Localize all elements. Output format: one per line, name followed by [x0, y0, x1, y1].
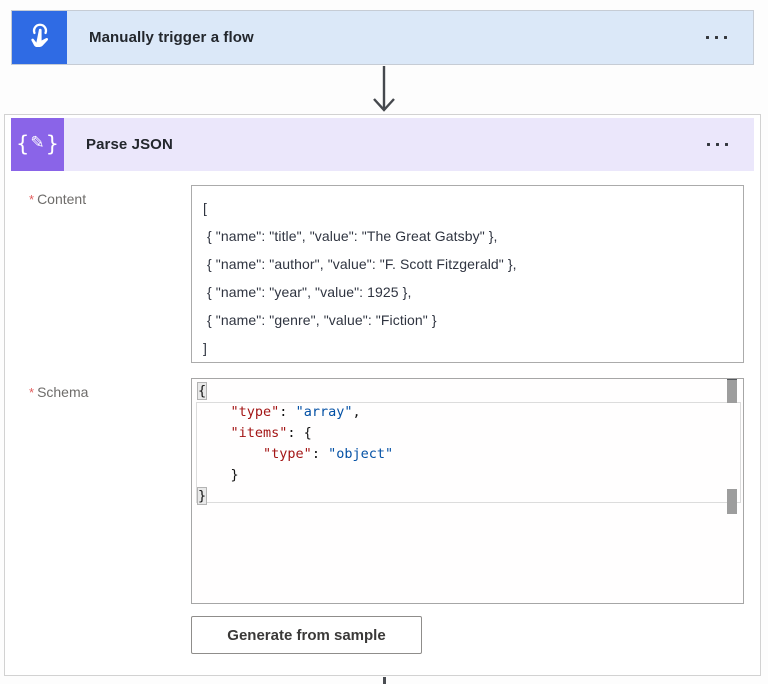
trigger-card-title: Manually trigger a flow: [89, 29, 254, 46]
more-options-icon: [706, 36, 709, 39]
editor-overview-ruler: [727, 379, 737, 603]
schema-field-label-text: Schema: [37, 384, 89, 400]
more-options-icon: [707, 143, 710, 146]
trigger-more-options-button[interactable]: [694, 11, 753, 64]
more-options-icon: [724, 36, 727, 39]
more-options-icon: [716, 143, 719, 146]
brace-close-glyph: }: [45, 132, 59, 156]
content-field-label-text: Content: [37, 191, 87, 207]
content-field-label: *Content: [29, 191, 86, 207]
parse-json-more-options-button[interactable]: [695, 118, 754, 171]
required-marker: *: [29, 385, 35, 400]
hand-tap-icon: [12, 11, 67, 64]
schema-field-label: *Schema: [29, 384, 88, 400]
required-marker: *: [29, 192, 35, 207]
trigger-card[interactable]: Manually trigger a flow: [11, 10, 754, 65]
connector-arrow-icon: [372, 66, 396, 114]
connector-line: [383, 677, 386, 684]
brace-open-glyph: {: [16, 132, 30, 156]
parse-json-card: {✎} Parse JSON *Content [ { "name": "tit…: [4, 114, 761, 676]
more-options-icon: [725, 143, 728, 146]
scrollbar-thumb[interactable]: [727, 380, 737, 403]
pencil-glyph: ✎: [30, 133, 45, 153]
parse-json-card-title: Parse JSON: [86, 136, 173, 153]
schema-editor[interactable]: { "type": "array", "items": { "type": "o…: [191, 378, 744, 604]
more-options-icon: [715, 36, 718, 39]
schema-code: { "type": "array", "items": { "type": "o…: [198, 383, 394, 504]
parse-json-card-header[interactable]: {✎} Parse JSON: [11, 118, 754, 171]
generate-from-sample-button[interactable]: Generate from sample: [191, 616, 422, 654]
braces-pencil-icon: {✎}: [11, 118, 64, 171]
content-input[interactable]: [ { "name": "title", "value": "The Great…: [191, 185, 744, 363]
ruler-decoration: [727, 489, 737, 514]
